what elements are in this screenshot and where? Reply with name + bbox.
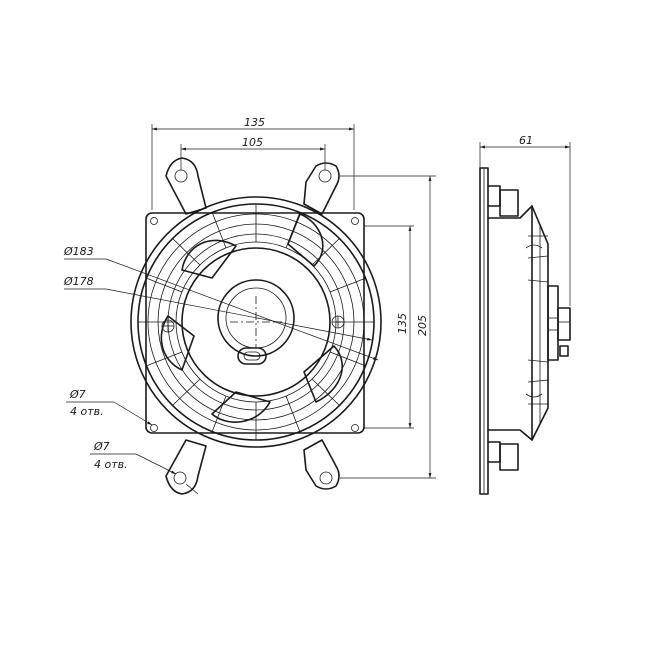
side-bracket-top: [487, 185, 501, 207]
guard-ring: [167, 233, 345, 411]
ear-hole: [173, 471, 187, 485]
side-shaft: [557, 307, 571, 341]
dim-diameter-inner: 178: [73, 275, 94, 288]
dim-width-outer: 135: [244, 116, 265, 129]
ear-hole: [174, 169, 188, 183]
side-motor: [547, 285, 559, 361]
dim-height-inner: 135: [396, 313, 409, 334]
dim-diameter-outer: 183: [73, 245, 94, 258]
frame-hole: [351, 217, 359, 225]
hub-slot-inner: [243, 351, 261, 361]
side-ribs: [525, 235, 549, 405]
svg-text:Ø7: Ø7: [69, 388, 86, 401]
frame-hole: [150, 217, 158, 225]
side-ear-bottom: [499, 443, 519, 471]
dim-hole-2: 7: [103, 440, 110, 453]
hub-slot: [237, 347, 267, 365]
motor-housing: [181, 247, 331, 397]
ear-bottom-left: [165, 439, 207, 495]
ear-bottom-right: [303, 439, 340, 490]
mounting-ears: [165, 157, 340, 495]
ear-top-left: [165, 157, 207, 215]
dim-height-outer: 205: [416, 315, 429, 336]
hole-1-count: 4 отв.: [70, 405, 104, 418]
guard-ring: [175, 241, 337, 403]
callout-diameter-178: Ø178: [63, 275, 373, 341]
frame-hole: [351, 424, 359, 432]
ear-top-right: [303, 162, 340, 215]
hole-2-count: 4 отв.: [94, 458, 128, 471]
side-shroud: [487, 205, 533, 441]
side-view: 61: [479, 134, 571, 495]
side-connector: [559, 345, 569, 357]
motor-hub: [217, 279, 295, 357]
dim-width-inner: 105: [242, 136, 263, 149]
side-bracket-bottom: [487, 441, 501, 463]
svg-text:Ø7: Ø7: [93, 440, 110, 453]
front-dimensions: 135 105 135 205 Ø183 Ø178: [63, 116, 436, 495]
fan-blades: [160, 213, 344, 423]
shroud-outer: [130, 196, 382, 448]
dim-hole-1: 7: [79, 388, 86, 401]
front-view: [130, 157, 382, 495]
ear-hole: [319, 471, 333, 485]
frame-hole: [150, 424, 158, 432]
callout-diameter-183: Ø183: [63, 245, 379, 361]
svg-text:Ø178: Ø178: [63, 275, 94, 288]
dim-depth: 61: [519, 134, 533, 147]
ear-hole: [318, 169, 332, 183]
callout-hole-ears: Ø7 4 отв.: [90, 440, 199, 495]
svg-text:Ø183: Ø183: [63, 245, 94, 258]
side-ear-top: [499, 189, 519, 217]
callout-hole-frame: Ø7 4 отв.: [66, 388, 153, 426]
